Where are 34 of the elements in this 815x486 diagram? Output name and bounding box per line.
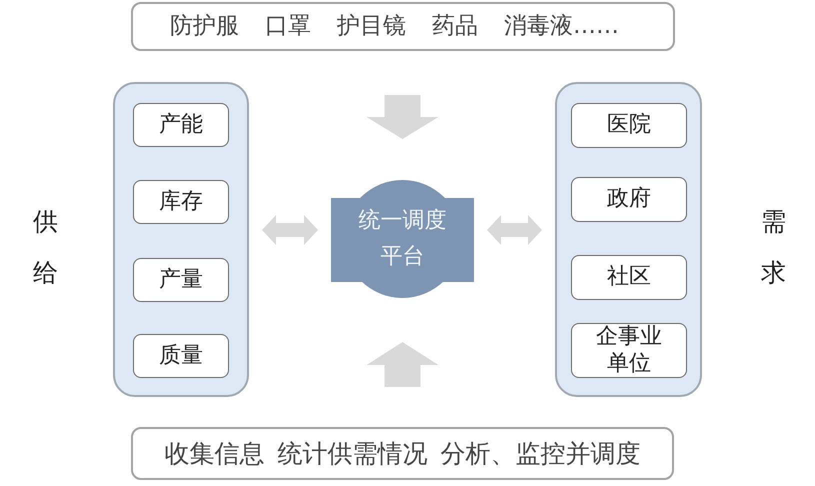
item-box bbox=[571, 323, 687, 378]
item-box bbox=[571, 255, 687, 300]
platform-hub bbox=[331, 180, 474, 298]
item-box bbox=[133, 334, 229, 378]
list-label: 分析、监控并调度 bbox=[440, 438, 640, 468]
item-box bbox=[133, 258, 229, 302]
list-label: 收集信息 bbox=[164, 438, 264, 468]
item-label: 库存 bbox=[159, 188, 203, 216]
item-label: 产能 bbox=[159, 112, 203, 138]
block-arrow bbox=[366, 342, 438, 387]
item-label: 产量 bbox=[159, 266, 203, 294]
info-panel bbox=[131, 427, 674, 480]
list-label: 护目镜 bbox=[337, 12, 406, 40]
item-box bbox=[571, 177, 687, 222]
block-arrow bbox=[262, 215, 318, 245]
list-label: 防护服 bbox=[170, 12, 239, 40]
list-label: 口罩 bbox=[265, 12, 311, 40]
hub-label: 统一调度平台 bbox=[358, 207, 448, 271]
item-label: 企事业单位 bbox=[595, 324, 663, 377]
vertical-heading: 供给 bbox=[33, 206, 58, 289]
block-arrow bbox=[487, 215, 542, 245]
item-label: 质量 bbox=[159, 342, 203, 370]
item-box bbox=[133, 180, 229, 224]
block-arrow bbox=[366, 95, 438, 139]
info-panel bbox=[131, 2, 675, 51]
vertical-heading: 需求 bbox=[761, 206, 786, 289]
list-label: 消毒液…… bbox=[504, 12, 619, 40]
list-label: 药品 bbox=[432, 12, 478, 40]
item-label: 政府 bbox=[607, 186, 651, 213]
item-label: 社区 bbox=[607, 264, 651, 291]
item-box bbox=[133, 103, 229, 147]
item-box bbox=[571, 103, 687, 148]
item-label: 医院 bbox=[607, 112, 651, 139]
list-label: 统计供需情况 bbox=[278, 438, 428, 468]
